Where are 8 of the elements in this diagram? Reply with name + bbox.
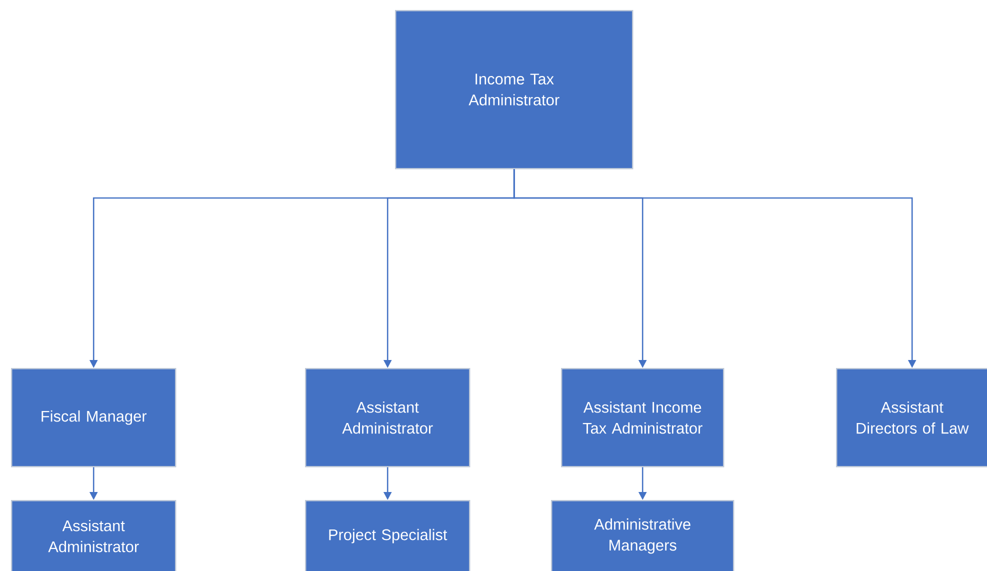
org-box: Project Specialist bbox=[305, 500, 470, 571]
org-box: Assistant Income Tax Administrator bbox=[561, 368, 724, 468]
org-box: Administrative Managers bbox=[551, 500, 734, 571]
org-box: Assistant Administrator bbox=[305, 368, 470, 468]
org-box: Assistant Directors of Law bbox=[836, 368, 987, 468]
org-box: Income Tax Administrator bbox=[395, 10, 634, 170]
org-box: Assistant Administrator bbox=[11, 500, 176, 571]
org-box: Fiscal Manager bbox=[11, 368, 176, 468]
